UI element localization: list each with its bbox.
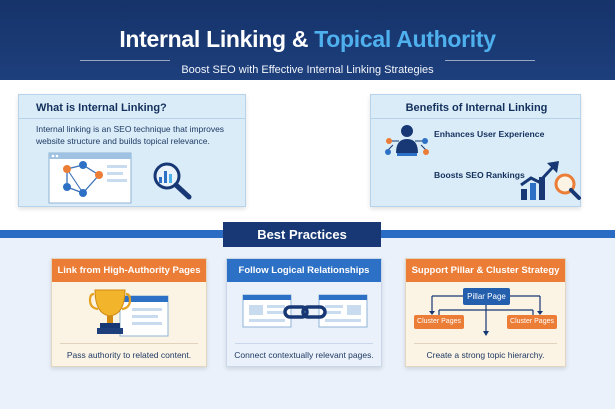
what-is-heading: What is Internal Linking? <box>36 102 167 114</box>
title-rule-right <box>445 60 535 61</box>
title-main: Internal Linking & <box>119 26 315 52</box>
card-title: Link from High-Authority Pages <box>52 259 206 282</box>
card-caption: Connect contextually relevant pages. <box>234 350 374 360</box>
cluster-page-box: Cluster Pages <box>414 315 464 329</box>
practice-card-authority: Link from High-Authority Pages Pass auth… <box>51 258 207 367</box>
users-network-icon <box>385 125 429 156</box>
benefits-panel: Benefits of Internal Linking Enhances Us… <box>370 94 581 207</box>
card-title: Follow Logical Relationships <box>227 259 381 282</box>
card-divider <box>60 343 198 344</box>
website-network-icon <box>48 152 192 204</box>
title-accent: Topical Authority <box>314 26 496 52</box>
pillar-page-box: Pillar Page <box>463 288 510 305</box>
what-is-panel: What is Internal Linking? Internal linki… <box>18 94 246 207</box>
what-is-description: Internal linking is an SEO technique tha… <box>36 124 225 146</box>
card-caption: Pass authority to related content. <box>66 350 192 360</box>
trophy-icon <box>88 289 169 337</box>
cluster-page-box: Cluster Pages <box>507 315 557 329</box>
card-caption: Create a strong topic hierarchy. <box>426 350 545 360</box>
title-rule-left <box>80 60 170 61</box>
card-divider <box>414 343 557 344</box>
panel-divider <box>19 118 245 119</box>
benefit-label: Enhances User Experience <box>434 129 545 139</box>
page-title: Internal Linking & Topical Authority <box>0 26 615 53</box>
growth-chart-icon <box>520 161 581 200</box>
practice-card-pillar: Support Pillar & Cluster Strategy Pillar… <box>405 258 566 367</box>
panel-divider <box>371 118 580 119</box>
benefit-label: Boosts SEO Rankings <box>434 170 525 180</box>
link-chain-icon <box>242 294 368 328</box>
card-title: Support Pillar & Cluster Strategy <box>406 259 565 282</box>
best-practices-heading: Best Practices <box>223 222 381 247</box>
benefits-heading: Benefits of Internal Linking <box>405 102 548 114</box>
hierarchy-connectors <box>429 295 543 336</box>
card-divider <box>235 343 373 344</box>
practice-card-logical: Follow Logical Relationships Connect con… <box>226 258 382 367</box>
header-banner: Internal Linking & Topical Authority Boo… <box>0 0 615 80</box>
page-subtitle: Boost SEO with Effective Internal Linkin… <box>181 64 434 76</box>
